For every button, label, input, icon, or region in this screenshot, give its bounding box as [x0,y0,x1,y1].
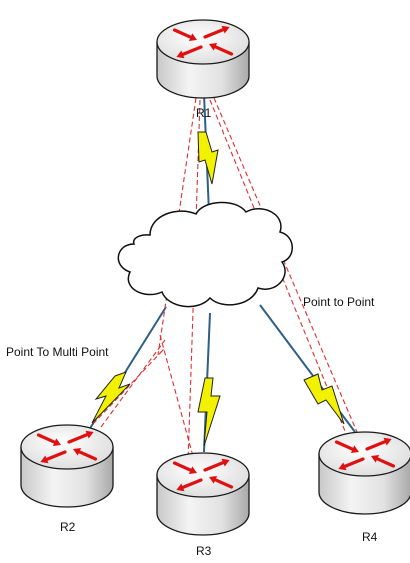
router-label-r3: R3 [196,544,212,558]
pvc-r1-r3 [187,99,201,463]
router-label-r1: R1 [196,106,212,120]
router-icon [20,424,114,508]
router-label-r2: R2 [60,520,76,534]
serial-links [91,131,345,447]
pvc-r2-multipoint [92,348,165,425]
router-label-r4: R4 [362,530,378,544]
routers [20,19,410,536]
pvc-r1-r4 [213,97,358,433]
point-to-multipoint-label: Point To Multi Point [6,345,109,359]
pvc-r1-r4-inner [209,99,348,437]
lightning-bolt-icon [197,131,219,185]
router-icon [156,19,250,99]
lightning-bolt-icon [303,373,345,425]
cloud-icon [117,201,293,308]
pvc-r2-branch [100,339,166,428]
pvc-r3-branch [159,334,195,461]
lightning-bolt-icon [91,371,131,424]
router-icon [318,431,410,515]
router-icon [156,452,250,536]
point-to-point-label: Point to Point [303,295,375,309]
lightning-bolt-icon [197,377,221,447]
